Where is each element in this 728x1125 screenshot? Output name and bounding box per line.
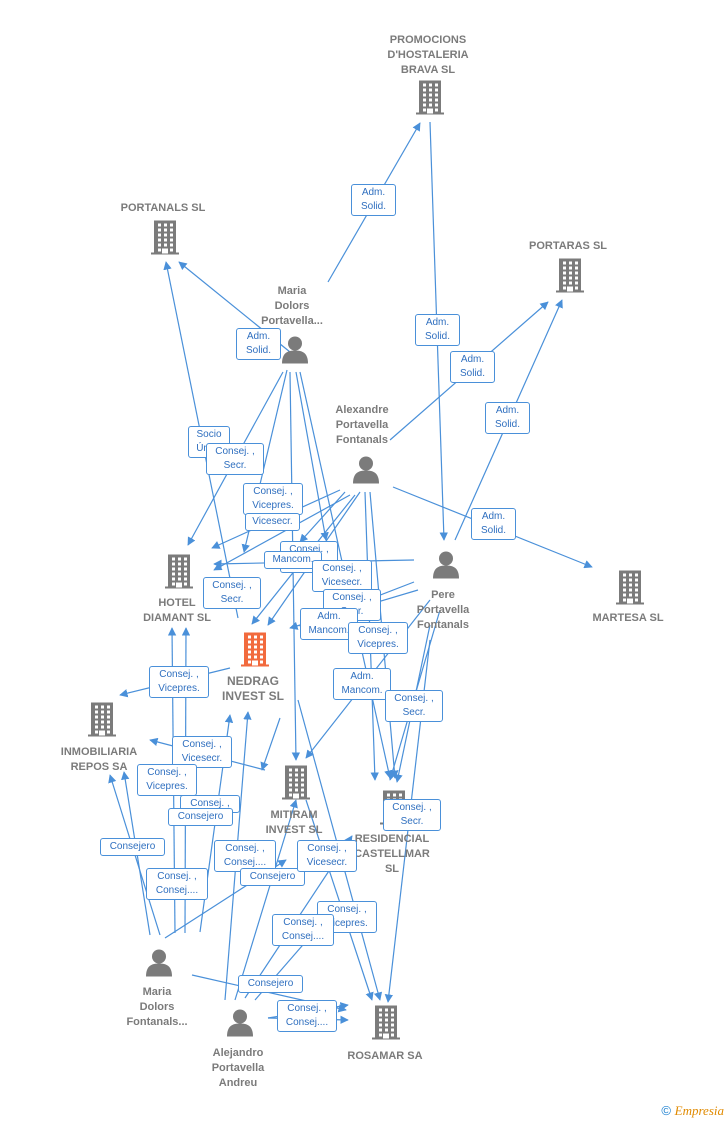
node-label-portaras[interactable]: PORTARAS SL xyxy=(528,240,608,252)
edge-role-label: Consej. , Secr. xyxy=(385,690,443,722)
building-icon[interactable] xyxy=(88,702,116,742)
brand-logo: Empresia xyxy=(674,1103,724,1118)
edge-role-label: Adm. Solid. xyxy=(351,184,396,216)
edge-role-label: Consej. , Vicepres. xyxy=(149,666,209,698)
relation-edge xyxy=(213,494,351,571)
edge-role-label: Mancom. xyxy=(264,551,322,569)
building-icon[interactable] xyxy=(616,570,644,610)
node-label-portanals[interactable]: PORTANALS SL xyxy=(120,202,206,214)
edge-role-label: Consejero xyxy=(168,808,233,826)
node-label-residencial[interactable]: RESIDENCIAL CASTELLMAR SL xyxy=(354,833,430,875)
edge-role-label: Consej. , Secr. xyxy=(203,577,261,609)
edge-role-label: Adm. Mancom. xyxy=(333,668,391,700)
node-label-maria-portavella[interactable]: Maria Dolors Portavella... xyxy=(261,285,323,327)
node-label-alexandre[interactable]: Alexandre Portavella Fontanals xyxy=(335,404,389,446)
edge-role-label: Consej. , Vicesecr. xyxy=(297,840,357,872)
edge-role-label: Consejero xyxy=(240,868,305,886)
edge-role-label: Consej. , Consej.... xyxy=(277,1000,337,1032)
node-label-nedrag[interactable]: NEDRAG INVEST SL xyxy=(221,674,285,703)
person-icon[interactable] xyxy=(145,949,173,982)
building-icon[interactable] xyxy=(372,1005,400,1045)
person-icon[interactable] xyxy=(352,456,380,489)
edge-role-label: Consej. , Vicesecr. xyxy=(172,736,232,768)
relation-edge xyxy=(260,717,281,771)
node-label-promocions[interactable]: PROMOCIONS D'HOSTALERIA BRAVA SL xyxy=(387,34,469,76)
node-label-pere[interactable]: Pere Portavella Fontanals xyxy=(416,589,470,631)
footer-brand: © Empresia xyxy=(661,1103,724,1119)
edge-role-label: Consej. , Consej.... xyxy=(214,840,276,872)
edge-role-label: Consej. , Secr. xyxy=(383,799,441,831)
building-icon[interactable] xyxy=(241,632,269,672)
node-label-maria-fontanals[interactable]: Maria Dolors Fontanals... xyxy=(126,986,188,1028)
node-label-alejandro[interactable]: Alejandro Portavella Andreu xyxy=(211,1047,265,1089)
edge-role-label: Consejero xyxy=(238,975,303,993)
edge-role-label: Adm. Solid. xyxy=(485,402,530,434)
node-label-inmobiliaria[interactable]: INMOBILIARIA REPOS SA xyxy=(60,746,138,773)
node-label-mitiram[interactable]: MITIRAM INVEST SL xyxy=(265,809,323,836)
edge-role-label: Consejero xyxy=(100,838,165,856)
edge-role-label: Adm. Solid. xyxy=(471,508,516,540)
edge-role-label: Adm. Solid. xyxy=(236,328,281,360)
node-label-rosamar[interactable]: ROSAMAR SA xyxy=(347,1050,423,1062)
person-icon[interactable] xyxy=(432,551,460,584)
edge-role-label: Consej. , Vicesecr. xyxy=(312,560,372,592)
relation-edge xyxy=(305,799,374,1001)
copyright-symbol: © xyxy=(661,1103,672,1118)
edge-role-label: Adm. Solid. xyxy=(450,351,495,383)
edge-role-label: Consej. , Secr. xyxy=(206,443,264,475)
relation-edge xyxy=(234,799,298,1001)
building-icon[interactable] xyxy=(151,220,179,260)
edge-role-label: Consej. , Consej.... xyxy=(146,868,208,900)
edge-role-label: Consej. , Vicepres. xyxy=(348,622,408,654)
node-label-hotel-diamant[interactable]: HOTEL DIAMANT SL xyxy=(143,597,211,624)
edge-role-label: Vicesecr. xyxy=(245,513,300,531)
edge-role-label: Consej. , Consej.... xyxy=(272,914,334,946)
node-label-martesa[interactable]: MARTESA SL xyxy=(592,612,664,624)
edge-role-label: Consej. , Vicepres. xyxy=(137,764,197,796)
person-icon[interactable] xyxy=(226,1009,254,1042)
edge-role-label: Consej. , Vicepres. xyxy=(243,483,303,515)
person-icon[interactable] xyxy=(281,336,309,369)
relation-edge xyxy=(299,491,346,543)
relation-edge xyxy=(295,371,329,541)
building-icon[interactable] xyxy=(282,765,310,805)
edge-role-label: Adm. Solid. xyxy=(415,314,460,346)
building-icon[interactable] xyxy=(165,554,193,594)
building-icon[interactable] xyxy=(416,80,444,120)
building-icon[interactable] xyxy=(556,258,584,298)
